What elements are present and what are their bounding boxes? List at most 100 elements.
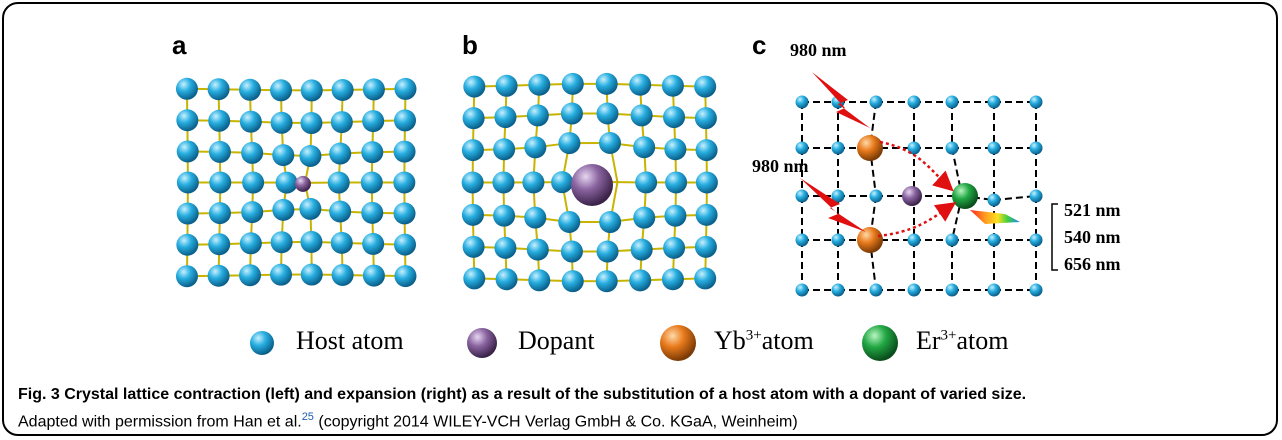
host-atom [1029, 283, 1043, 297]
lattice-bond-dashed [869, 147, 877, 197]
host-atom [493, 204, 516, 227]
legend-host-sphere [250, 331, 274, 355]
host-atom [630, 238, 653, 261]
host-atom [207, 264, 230, 287]
host-atom [945, 233, 959, 247]
host-atom [526, 104, 549, 127]
host-atom [299, 197, 322, 220]
legend-yb-sphere [660, 325, 696, 361]
host-atom [362, 110, 385, 133]
host-atom [987, 95, 1001, 109]
host-atom [362, 264, 385, 287]
host-atom [272, 144, 295, 167]
host-atom [524, 206, 547, 229]
host-atom [176, 171, 199, 194]
energy-transfer-arrow-2 [877, 202, 957, 238]
panel-b-label: b [462, 30, 478, 60]
host-atom [528, 269, 551, 292]
excitation-arrow-top [812, 72, 870, 128]
emission-rainbow [970, 210, 1020, 224]
host-atom [831, 189, 845, 203]
legend-dopant-sphere [467, 328, 497, 358]
host-atom [362, 78, 385, 101]
host-atom [661, 74, 684, 97]
host-atom [945, 141, 959, 155]
host-atom [175, 265, 198, 288]
host-atom [329, 142, 352, 165]
host-atom [239, 232, 262, 255]
caption-title: Fig. 3 Crystal lattice contraction (left… [18, 386, 1027, 403]
er-atom [952, 183, 978, 209]
host-atom [987, 193, 1001, 207]
host-atom [270, 111, 293, 134]
dopant-atom-large [571, 164, 613, 206]
host-atom [1029, 95, 1043, 109]
host-atom [907, 141, 921, 155]
lattice-bond-dashed [951, 147, 963, 197]
host-atom [795, 141, 809, 155]
host-atom [795, 283, 809, 297]
host-atom [300, 112, 323, 135]
host-atom [661, 268, 684, 291]
lattice-a [175, 77, 417, 288]
host-atom [907, 233, 921, 247]
host-atom [695, 139, 718, 162]
lattice-bond-dashed [951, 195, 963, 241]
host-atom [663, 236, 686, 259]
host-atom [695, 203, 718, 226]
lattice-bond-dashed [869, 239, 877, 291]
panel-c-label: c [752, 30, 767, 60]
host-atom [176, 140, 199, 163]
host-atom [629, 73, 652, 96]
emission-label-521: 521 nm [1064, 200, 1121, 220]
host-atom [394, 233, 417, 256]
host-atom [633, 136, 656, 159]
host-atom [329, 200, 352, 223]
host-atom [462, 235, 485, 258]
host-atom [831, 283, 845, 297]
host-atom [664, 138, 687, 161]
host-atom [208, 233, 231, 256]
host-atom [630, 104, 653, 127]
legend-yb-label: Yb3+atom [714, 326, 814, 355]
host-atom [945, 283, 959, 297]
host-atom [599, 211, 622, 234]
figure-caption: Fig. 3 Crystal lattice contraction (left… [18, 384, 1268, 433]
host-atom [664, 204, 687, 227]
yb-atom [857, 227, 883, 253]
host-atom [558, 210, 581, 233]
host-atom [558, 132, 581, 155]
host-atom [394, 109, 417, 132]
lattice-c [795, 95, 1043, 297]
host-atom [907, 283, 921, 297]
host-atom [596, 102, 619, 125]
emission-label-656: 656 nm [1064, 254, 1121, 274]
legend-er-sphere [862, 325, 898, 361]
excitation-label-top: 980 nm [790, 40, 847, 60]
host-atom [907, 95, 921, 109]
host-atom [207, 78, 230, 101]
lattice-b [461, 72, 718, 293]
yb-atom [857, 135, 883, 161]
host-atom [665, 171, 688, 194]
host-atom [493, 138, 516, 161]
host-atom [275, 171, 298, 194]
host-atom [299, 145, 322, 168]
host-atom [300, 263, 323, 286]
host-atom [869, 283, 883, 297]
host-atom [270, 79, 293, 102]
host-atom [595, 72, 618, 95]
host-atom [987, 233, 1001, 247]
host-atom [945, 95, 959, 109]
host-atom [461, 171, 484, 194]
host-atom [795, 95, 809, 109]
caption-reference-link[interactable]: 25 [301, 411, 314, 423]
host-atom [393, 171, 416, 194]
host-atom [462, 107, 485, 130]
host-atom [869, 189, 883, 203]
emission-bracket [1051, 203, 1058, 271]
lattice-bond-dashed [993, 195, 1037, 201]
host-atom [209, 171, 232, 194]
host-atom [494, 236, 517, 259]
